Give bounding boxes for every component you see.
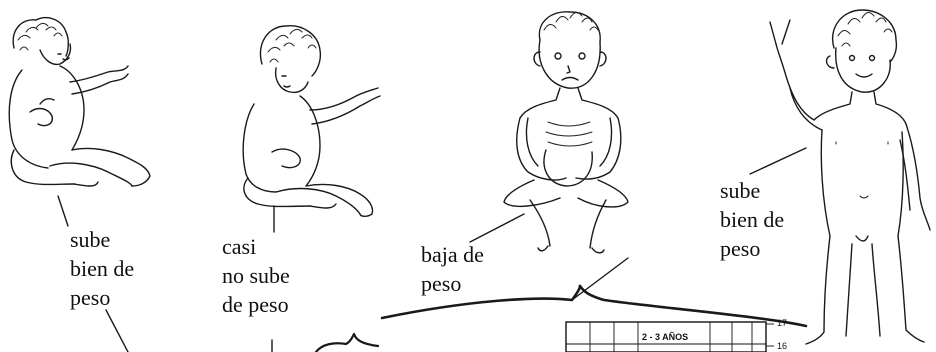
middle-baby-label-line-2: no sube — [222, 261, 290, 290]
left-baby-label-line-2: bien de — [70, 254, 134, 283]
left-baby-label-line-3: peso — [70, 283, 110, 312]
standing-child-label-line-2: bien de — [720, 205, 784, 234]
thin-child-label-line-1: baja de — [421, 240, 484, 269]
left-baby-label-line-1: sube — [70, 225, 110, 254]
growth-chart-tick-17: 17 — [777, 318, 787, 328]
middle-baby-label-line-1: casi — [222, 232, 256, 261]
standing-child-label-line-3: peso — [720, 234, 760, 263]
malnourished-child-figure — [470, 12, 628, 300]
bracket-lines — [316, 286, 806, 352]
thin-child-label-line-2: peso — [421, 269, 461, 298]
growth-chart-title: 2 - 3 AÑOS — [642, 332, 688, 342]
standing-child-label-line-1: sube — [720, 176, 760, 205]
middle-baby-label-line-3: de peso — [222, 290, 289, 319]
standing-child-figure — [750, 10, 930, 344]
growth-chart-tick-16: 16 — [777, 341, 787, 351]
